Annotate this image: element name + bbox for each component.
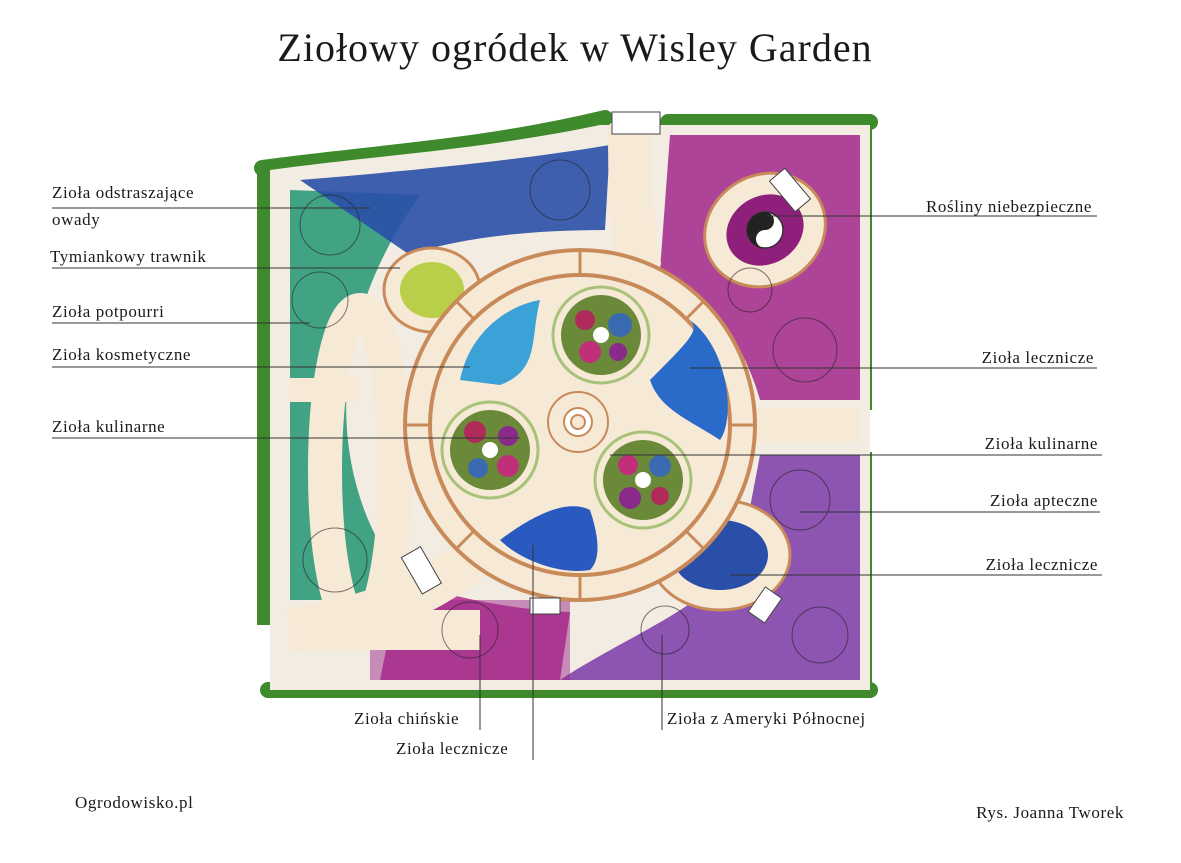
footer-site: Ogrodowisko.pl — [75, 793, 194, 812]
label-potpourri: Zioła potpourri — [52, 302, 165, 321]
label-chinskie: Zioła chińskie — [354, 709, 460, 728]
label-tymiankowy-trawnik: Tymiankowy trawnik — [50, 247, 207, 266]
label-kosmetyczne: Zioła kosmetyczne — [52, 345, 192, 364]
medallion-top — [551, 285, 651, 385]
leader-lines — [52, 207, 1102, 760]
label-niebezpieczne: Rośliny niebezpieczne — [925, 197, 1092, 216]
footer-credit: Rys. Joanna Tworek — [976, 803, 1124, 822]
label-ameryka: Zioła z Ameryki Północnej — [667, 709, 866, 728]
medallion-right — [593, 430, 693, 530]
page-title: Ziołowy ogródek w Wisley Garden — [277, 25, 873, 70]
steps — [400, 111, 812, 624]
tree-outlines — [291, 159, 849, 664]
bed-blue-top — [300, 145, 610, 255]
label-odstraszajace: Zioła odstraszające — [52, 183, 195, 202]
label-apteczne: Zioła apteczne — [990, 491, 1098, 510]
label-lecznicze-bottom-center: Zioła lecznicze — [396, 739, 509, 758]
label-lecznicze-top: Zioła lecznicze — [981, 348, 1094, 367]
paths — [286, 125, 860, 652]
label-lecznicze-bottom: Zioła lecznicze — [985, 555, 1098, 574]
central-circle — [403, 248, 757, 602]
label-kulinarne-right: Zioła kulinarne — [984, 434, 1098, 453]
label-kulinarne-left: Zioła kulinarne — [52, 417, 166, 436]
medallion-left — [440, 400, 540, 500]
bed-purple-right — [560, 455, 860, 680]
label-odstraszajace-2: owady — [52, 210, 101, 229]
